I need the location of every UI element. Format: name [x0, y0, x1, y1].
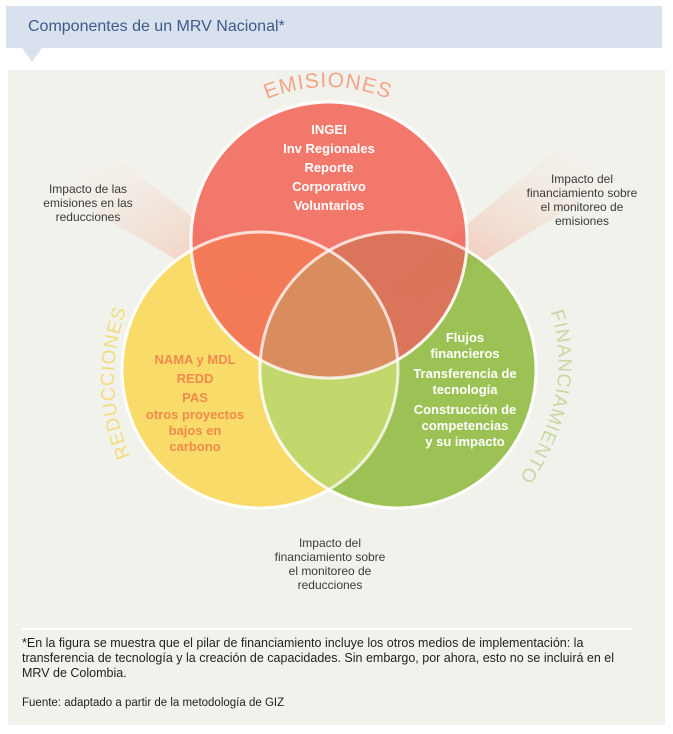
reducciones-item: bajos en [168, 423, 222, 438]
financiamiento-item: Transferencia de [413, 366, 517, 381]
emisiones-items: INGEI Inv Regionales Reporte Corporativo… [259, 120, 399, 215]
reducciones-item: REDD [176, 371, 214, 386]
footer-divider [22, 628, 632, 630]
reducciones-item: PAS [182, 390, 208, 405]
reducciones-item: otros proyectos [145, 407, 245, 422]
annotation-right: Impacto del financiamiento sobre el moni… [526, 172, 638, 228]
financiamiento-item: financieros [430, 346, 500, 361]
financiamiento-item: competencias [421, 418, 509, 433]
outline-reducciones [120, 230, 400, 510]
reducciones-item: NAMA y MDL [154, 352, 236, 367]
financiamiento-item: Construcción de [413, 402, 517, 417]
emisiones-item: Reporte [304, 160, 354, 175]
outline-emisiones [189, 100, 469, 380]
emisiones-item: Corporativo [292, 179, 366, 194]
page-title: Componentes de un MRV Nacional* [28, 18, 285, 35]
source-citation: Fuente: adaptado a partir de la metodolo… [22, 697, 285, 709]
footnote: *En la figura se muestra que el pilar de… [22, 636, 615, 680]
financiamiento-items: Flujos financieros Transferencia de tecn… [400, 330, 530, 450]
annotation-left: Impacto de las emisiones en las reduccio… [43, 182, 133, 224]
reducciones-item: carbono [169, 439, 221, 454]
reducciones-items: NAMA y MDL REDD PAS otros proyectos bajo… [130, 350, 260, 455]
emisiones-title: EMISIONES [261, 69, 396, 104]
financiamiento-item: Flujos [445, 330, 485, 345]
emisiones-item: Inv Regionales [283, 141, 375, 156]
emisiones-item: Voluntarios [293, 198, 365, 213]
emisiones-item: INGEI [311, 122, 347, 137]
outline-financiamiento [258, 230, 538, 510]
title-banner: Componentes de un MRV Nacional* [6, 6, 662, 48]
title-banner-pointer [22, 48, 42, 62]
financiamiento-item: y su impacto [425, 434, 505, 449]
financiamiento-item: tecnología [432, 382, 498, 397]
annotation-bottom: Impacto del financiamiento sobre el moni… [274, 536, 386, 592]
